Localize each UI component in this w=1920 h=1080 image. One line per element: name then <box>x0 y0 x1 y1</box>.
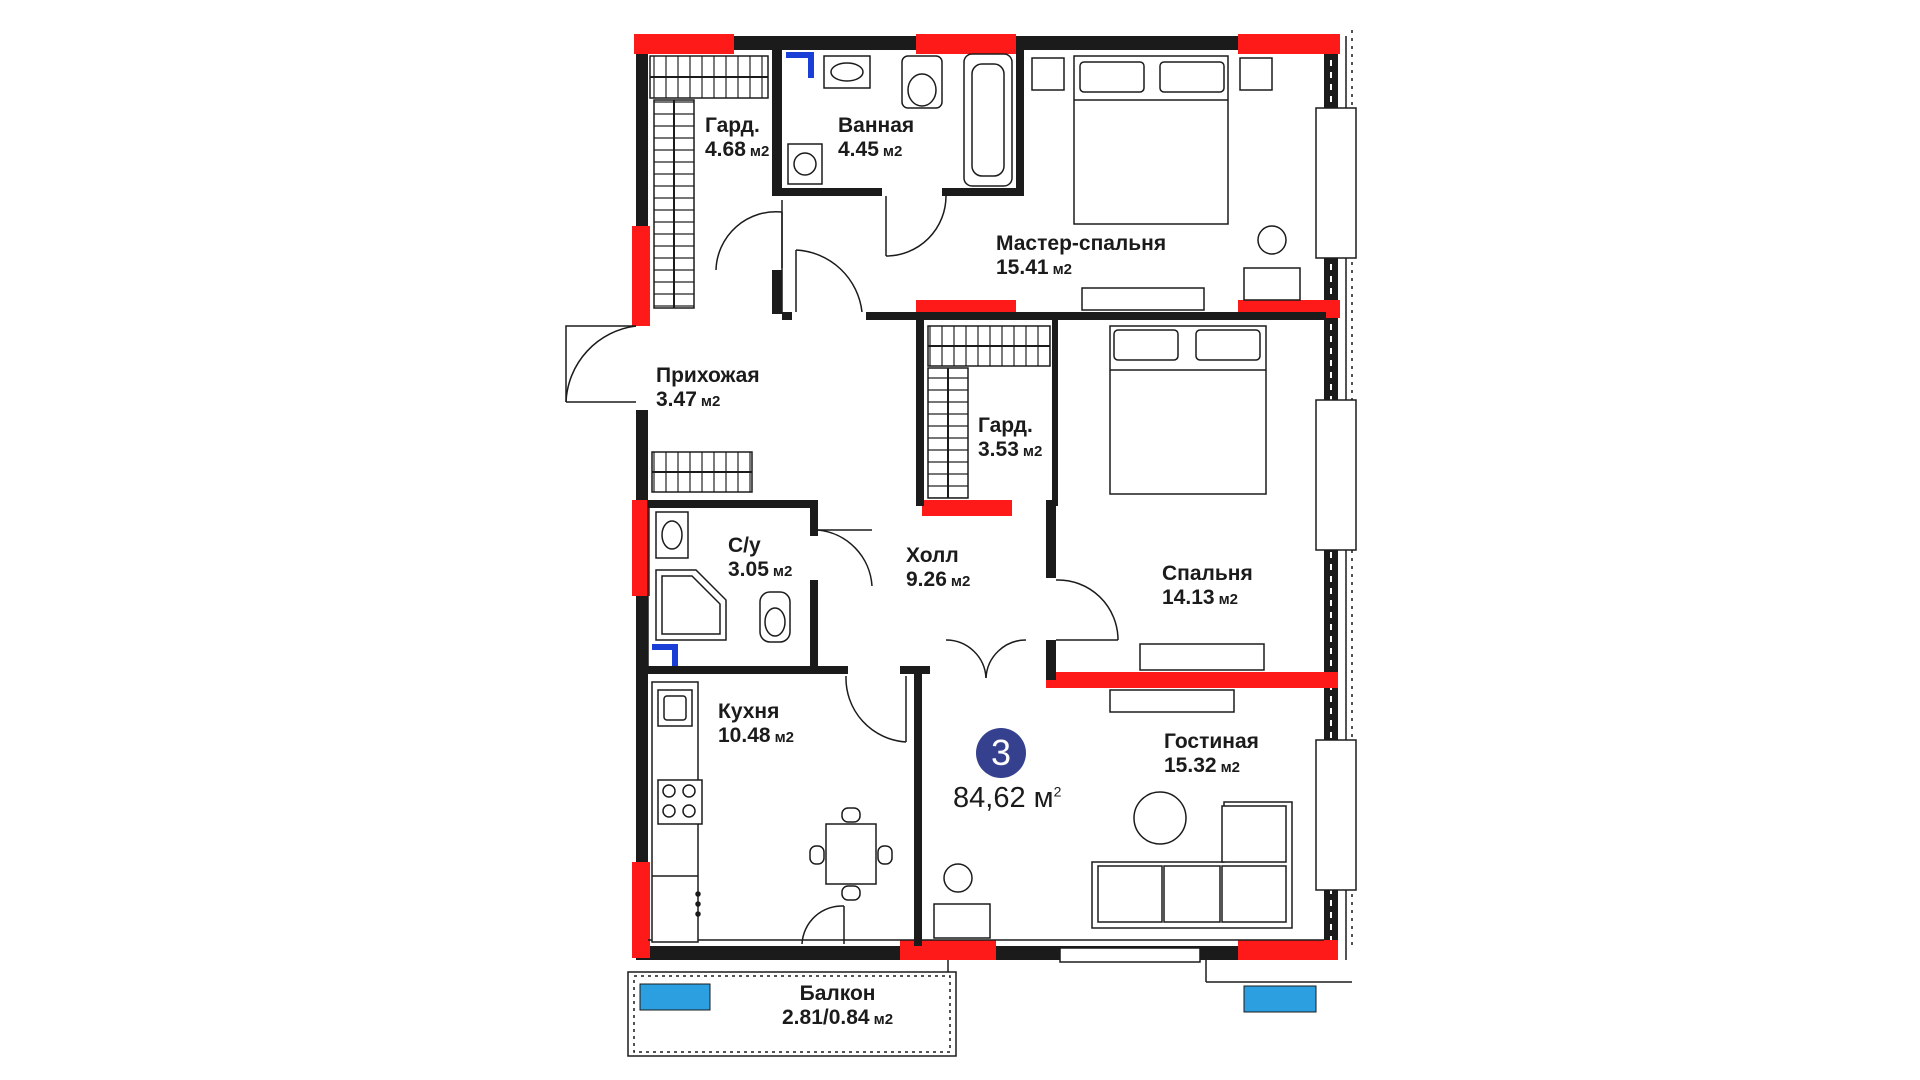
room-area-unit: м2 <box>873 1011 894 1029</box>
room-area: 14.13 <box>1162 586 1215 610</box>
living-room-furniture <box>933 689 1293 963</box>
room-area-unit: м2 <box>1022 443 1043 461</box>
room-area-unit: м2 <box>772 563 793 581</box>
room-area: 9.26 <box>906 568 947 592</box>
wardrobe-2-fixtures <box>927 325 1051 499</box>
wardrobe-1-fixtures <box>649 55 769 309</box>
room-name: Гард. <box>705 114 760 137</box>
room-name: Холл <box>906 544 959 567</box>
interior-walls <box>648 50 1326 946</box>
room-area: 2.81/0.84 <box>782 1006 870 1030</box>
room-name: Гард. <box>978 414 1033 437</box>
room-area: 3.05 <box>728 558 769 582</box>
blue-markers <box>652 52 814 672</box>
room-name: С/у <box>728 534 761 557</box>
room-area: 10.48 <box>718 724 771 748</box>
total-area: 84,62 м2 <box>953 782 1061 815</box>
entrance-shoe-rack <box>651 451 753 493</box>
room-name: Мастер-спальня <box>996 232 1167 255</box>
balcony-windows <box>639 983 1317 1013</box>
total-area-sup: 2 <box>1053 783 1062 800</box>
bathroom-fixtures <box>787 53 1013 187</box>
room-area: 3.47 <box>656 388 697 412</box>
red-window-markers <box>632 34 1340 960</box>
room-area-unit: м2 <box>950 573 971 591</box>
room-name: Балкон <box>799 982 876 1005</box>
balcony <box>627 960 1352 1057</box>
room-area-unit: м2 <box>1218 591 1239 609</box>
master-bedroom-furniture <box>1031 55 1301 311</box>
total-area-value: 84,62 м <box>953 782 1054 814</box>
room-area-unit: м2 <box>700 393 721 411</box>
room-area: 3.53 <box>978 438 1019 462</box>
room-area: 15.41 <box>996 256 1049 280</box>
room-area: 15.32 <box>1164 754 1217 778</box>
bedroom-furniture <box>1109 325 1267 671</box>
room-area-unit: м2 <box>774 729 795 747</box>
room-name: Гостиная <box>1164 730 1259 753</box>
room-count-badge: 3 <box>976 728 1026 778</box>
room-name: Кухня <box>718 700 780 723</box>
room-name: Прихожая <box>656 364 760 387</box>
room-area-unit: м2 <box>1220 759 1241 777</box>
right-windows <box>1315 107 1357 891</box>
room-area: 4.45 <box>838 138 879 162</box>
wc-fixtures <box>655 511 791 643</box>
room-area-unit: м2 <box>1052 261 1073 279</box>
kitchen-fixtures <box>651 681 893 943</box>
room-area-unit: м2 <box>749 143 770 161</box>
room-area-unit: м2 <box>882 143 903 161</box>
room-name: Ванная <box>838 114 915 137</box>
room-area: 4.68 <box>705 138 746 162</box>
room-name: Спальня <box>1162 562 1253 585</box>
doors <box>565 195 1119 945</box>
